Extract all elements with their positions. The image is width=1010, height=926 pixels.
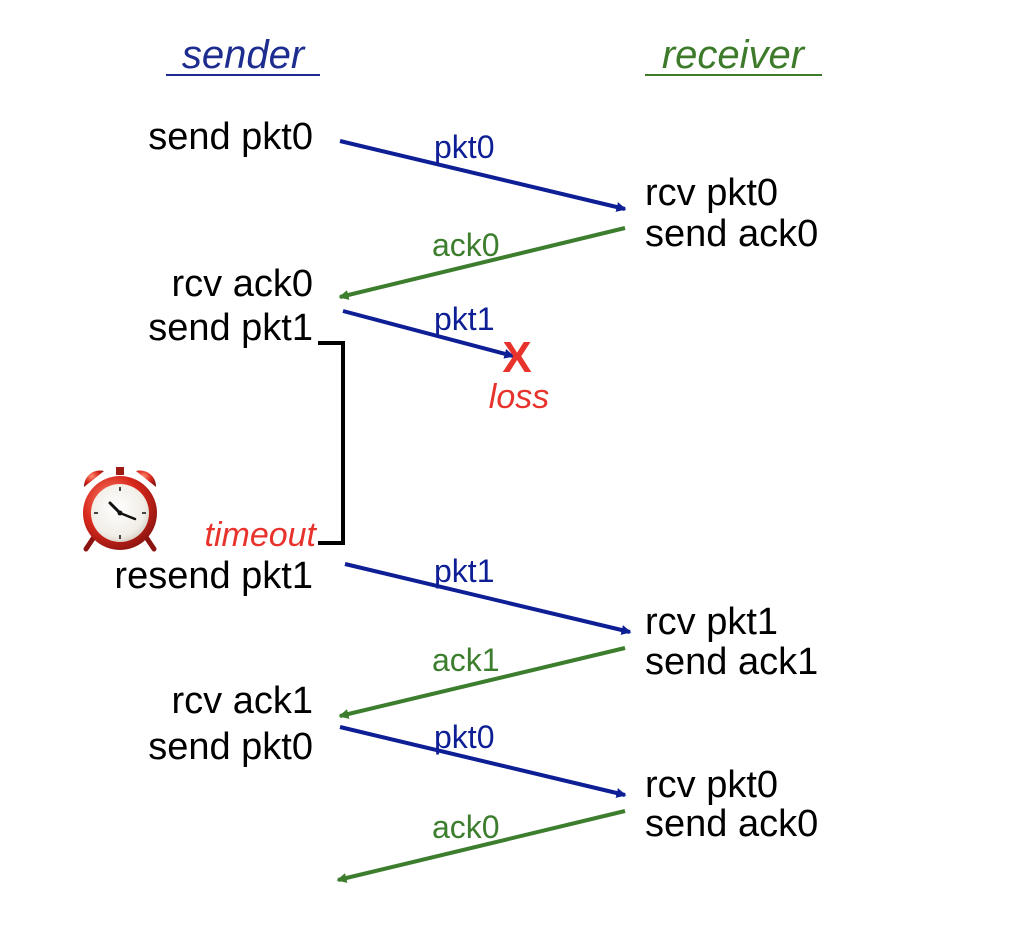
- sender-header: sender: [166, 33, 320, 77]
- timeout-label: timeout: [205, 516, 318, 554]
- sender-events: send pkt0 rcv ack0 send pkt1 resend pkt1…: [114, 116, 313, 768]
- message-label: pkt0: [434, 129, 494, 165]
- receiver-event-rcv-pkt0: rcv pkt0: [645, 172, 778, 214]
- pkt0-arrow: [339, 725, 627, 798]
- receiver-header-label: receiver: [662, 33, 806, 77]
- sender-header-label: sender: [182, 33, 306, 77]
- message-arrows: [336, 139, 632, 883]
- pkt0-arrow: [339, 139, 627, 212]
- sender-event-send-pkt0: send pkt0: [148, 726, 313, 768]
- receiver-event-send-ack0: send ack0: [645, 213, 818, 255]
- sender-event-rcv-ack0: rcv ack0: [172, 263, 313, 305]
- pkt1-resend-arrow: [344, 562, 632, 635]
- receiver-header: receiver: [645, 33, 822, 77]
- loss-x-icon: X: [502, 333, 531, 382]
- message-label: pkt0: [434, 719, 494, 755]
- receiver-events: rcv pkt0 send ack0 rcv pkt1 send ack1 rc…: [645, 172, 818, 845]
- ack0-arrow: [338, 226, 626, 300]
- message-label: pkt1: [434, 301, 494, 337]
- message-label: ack1: [432, 642, 500, 678]
- message-labels: pkt0 ack0 pkt1 pkt1 ack1 pkt0 ack0: [432, 129, 500, 845]
- receiver-event-send-ack0: send ack0: [645, 803, 818, 845]
- message-label: ack0: [432, 809, 500, 845]
- sender-event-send-pkt0: send pkt0: [148, 116, 313, 158]
- loss-label: loss: [489, 378, 549, 416]
- sender-event-resend-pkt1: resend pkt1: [114, 555, 313, 597]
- pkt1-lost-arrow: [342, 309, 515, 359]
- sender-event-send-pkt1: send pkt1: [148, 307, 313, 349]
- sender-event-rcv-ack1: rcv ack1: [172, 680, 313, 722]
- message-label: ack0: [432, 227, 500, 263]
- receiver-event-rcv-pkt0: rcv pkt0: [645, 764, 778, 806]
- loss-marker: X loss: [489, 333, 549, 416]
- timeout-bracket: [318, 341, 345, 545]
- message-label: pkt1: [434, 553, 494, 589]
- receiver-event-send-ack1: send ack1: [645, 641, 818, 683]
- alarm-clock-icon: [83, 467, 157, 552]
- receiver-event-rcv-pkt1: rcv pkt1: [645, 601, 778, 643]
- ack0-arrow: [336, 809, 626, 883]
- ack1-arrow: [338, 646, 626, 719]
